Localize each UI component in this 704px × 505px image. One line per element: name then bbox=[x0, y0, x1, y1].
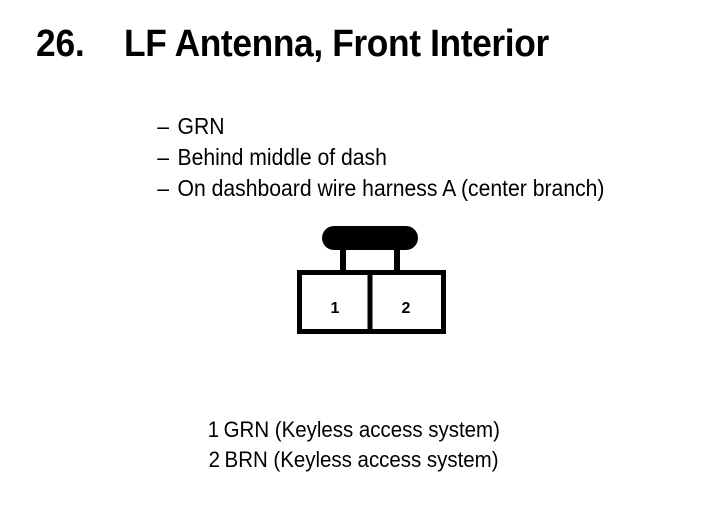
item-number: 26. bbox=[36, 23, 85, 65]
legend-pin-number: 1 bbox=[207, 417, 219, 442]
list-item: –On dashboard wire harness A (center bra… bbox=[122, 142, 637, 201]
item-title: LF Antenna, Front Interior bbox=[124, 23, 549, 65]
dash-icon: – bbox=[157, 144, 170, 170]
connector-pin-1-number: 1 bbox=[330, 300, 340, 317]
page-title: 26. LF Antenna, Front Interior bbox=[0, 22, 704, 68]
legend-pin-label: GRN (Keyless access system) bbox=[223, 417, 500, 442]
list-item-label: GRN bbox=[177, 113, 225, 139]
legend-pin-number: 2 bbox=[208, 447, 221, 472]
list-item: –GRN bbox=[122, 80, 637, 139]
legend-pin-label: BRN (Keyless access system) bbox=[224, 447, 499, 472]
list-item-label: On dashboard wire harness A (center bran… bbox=[177, 175, 605, 201]
dash-icon: – bbox=[157, 175, 170, 201]
connector-pin-2-number: 2 bbox=[401, 300, 411, 317]
connector-symbol-icon bbox=[297, 226, 446, 334]
diagram-page: 26. LF Antenna, Front Interior –GRN –Beh… bbox=[0, 22, 704, 472]
dash-icon: – bbox=[157, 113, 170, 139]
list-item-label: Behind middle of dash bbox=[177, 144, 387, 170]
list-item: –Behind middle of dash bbox=[122, 111, 637, 170]
connector-diagram: 1 2 bbox=[290, 218, 454, 340]
detail-list: –GRN –Behind middle of dash –On dashboar… bbox=[122, 80, 682, 201]
